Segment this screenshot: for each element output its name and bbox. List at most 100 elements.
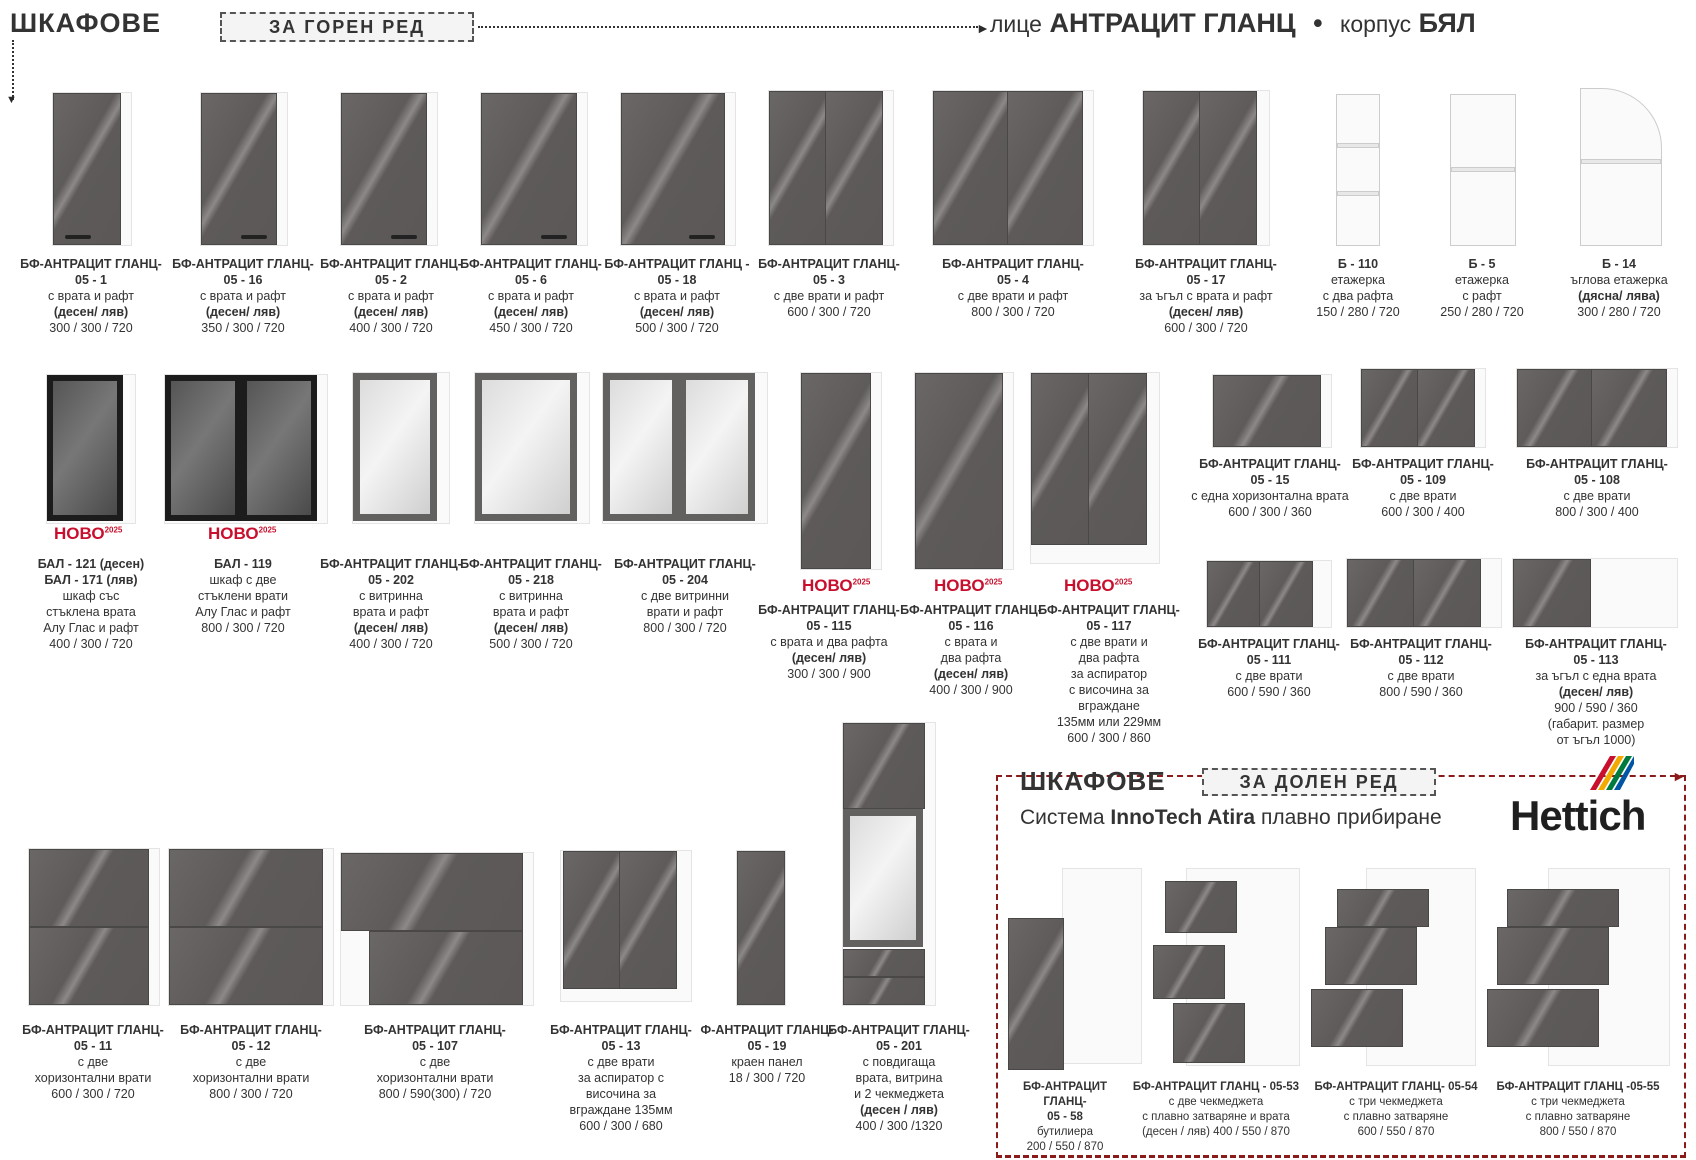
cap-dims: 800 / 550 / 870	[1539, 1126, 1617, 1138]
cap-dims: 600 / 300 / 720	[51, 1087, 135, 1101]
cabinet-05-202	[352, 372, 450, 524]
door-front	[1173, 1003, 1245, 1063]
cap-side: (дясна/ лява)	[1578, 289, 1660, 303]
system-line: Система InnoTech Atira плавно прибиране	[1020, 806, 1442, 830]
handle	[65, 235, 91, 239]
cap-code: 05 - 13	[601, 1039, 641, 1053]
cap-side: (десен/ ляв)	[1168, 305, 1244, 319]
door-top	[341, 853, 523, 931]
cap-desc: краен панел	[731, 1055, 803, 1069]
lower-title: ШКАФОВЕ	[1020, 766, 1166, 796]
cabinet-05-2	[340, 92, 438, 246]
caption-bal-121: БАЛ - 121 (десен)БАЛ - 171 (ляв)шкаф със…	[18, 556, 164, 652]
cap-desc: с две врати и	[1070, 635, 1148, 649]
drawer-front	[1497, 927, 1609, 985]
handle	[391, 235, 417, 239]
cap-side: (десен/ ляв)	[493, 621, 569, 635]
cap-title: БФ-АНТРАЦИТ ГЛАНЦ-	[758, 257, 900, 271]
lower-row-tag: ЗА ДОЛЕН РЕД	[1202, 768, 1436, 796]
pullout-front	[1008, 918, 1064, 1070]
cap-dims: 400 / 300 / 720	[349, 637, 433, 651]
drawer-front	[1325, 927, 1417, 985]
cap-desc2: хоризонтални врати	[34, 1071, 152, 1085]
cap-title: БФ-АНТРАЦИТ ГЛАНЦ-	[550, 1023, 692, 1037]
cabinet-05-55	[1487, 868, 1670, 1066]
cap-code: 05 - 201	[876, 1039, 922, 1053]
cabinet-bal-121	[46, 374, 136, 524]
door-right	[1417, 369, 1475, 447]
cap-desc2: врата, витрина	[855, 1071, 943, 1085]
cap-code: 05 - 218	[508, 573, 554, 587]
door	[341, 93, 427, 245]
cap-dims: 500 / 300 / 720	[489, 637, 573, 651]
cap-title: БАЛ - 121 (десен)	[37, 557, 145, 571]
cap-desc2: хоризонтални врати	[192, 1071, 310, 1085]
cap-desc: с врата и рафт	[199, 289, 287, 303]
cap-desc: с две	[235, 1055, 267, 1069]
cap-desc: шкаф със	[62, 589, 120, 603]
lower-arrow-icon: ►	[1672, 768, 1686, 784]
door-top	[169, 849, 323, 927]
cabinet-05-11	[28, 848, 160, 1006]
door	[201, 93, 277, 245]
cap-dims: 18 / 300 / 720	[728, 1071, 806, 1085]
cap-code: 05 - 4	[997, 273, 1029, 287]
cap-desc2: с плавно затваряне и врата	[1142, 1111, 1290, 1123]
cap-code: 05 - 107	[412, 1039, 458, 1053]
cap-desc: етажерка	[1330, 273, 1386, 287]
cap-side: (десен/ ляв)	[639, 305, 715, 319]
cap-dims: 600 / 300 / 860	[1067, 731, 1151, 745]
shelf-b-5	[1450, 94, 1516, 246]
lift-door	[843, 723, 925, 809]
cap-dims: 800 / 300 / 720	[971, 305, 1055, 319]
cap-title: БФ-АНТРАЦИТ ГЛАНЦ-	[942, 257, 1084, 271]
body-value: БЯЛ	[1418, 8, 1476, 38]
door-left	[933, 91, 1009, 245]
door-right	[1259, 561, 1313, 627]
drawer-front	[1507, 889, 1619, 927]
hettich-logo-icon	[1590, 756, 1634, 790]
face-label: лице	[990, 11, 1042, 37]
cabinet-05-218	[474, 372, 590, 524]
cap-title: БФ-АНТРАЦИТ ГЛАНЦ-	[1038, 603, 1180, 617]
cap-desc: с врата и рафт	[347, 289, 435, 303]
cap-dims: (десен / ляв) 400 / 550 / 870	[1142, 1126, 1290, 1138]
cap-title: БФ-АНТРАЦИТ ГЛАНЦ- 05-54	[1314, 1081, 1478, 1093]
novo-year: 2025	[1114, 577, 1133, 587]
cap-desc: с врата и рафт	[47, 289, 135, 303]
cap-desc: с врата и рафт	[633, 289, 721, 303]
cap-title: БФ-АНТРАЦИТ ГЛАНЦ-	[614, 557, 756, 571]
shelf-board	[1581, 159, 1661, 164]
door	[53, 93, 121, 245]
novo-badge: НОВО2025	[802, 576, 870, 596]
cabinet-05-16	[200, 92, 288, 246]
shelf-board	[1451, 167, 1515, 172]
cap-title: Б - 14	[1602, 257, 1636, 271]
glass-door	[843, 809, 923, 947]
cap-title: БФ-АНТРАЦИТ ГЛАНЦ-	[172, 257, 314, 271]
door-left	[1347, 559, 1415, 627]
cap-code: 05 - 115	[806, 619, 852, 633]
handle	[241, 235, 267, 239]
upper-row-tag: ЗА ГОРЕН РЕД	[220, 12, 474, 42]
glass-door	[353, 373, 437, 521]
cap-extra: и 2 чекмеджета	[854, 1087, 944, 1101]
cap-side: (десен/ ляв)	[791, 651, 867, 665]
cap-dims: 600 / 300 / 720	[1164, 321, 1248, 335]
cap-dims: 800 / 300 / 720	[209, 1087, 293, 1101]
cap-code: 05 - 111	[1246, 653, 1292, 667]
cap-side: (десен/ ляв)	[1558, 685, 1634, 699]
cap-side: (десен/ ляв)	[353, 305, 429, 319]
cap-code: 05 - 204	[662, 573, 708, 587]
cap-title: БФ-АНТРАЦИТ ГЛАНЦ-	[1525, 637, 1667, 651]
finish-info: лице АНТРАЦИТ ГЛАНЦ • корпус БЯЛ	[990, 8, 1476, 39]
cap-side: (десен/ ляв)	[353, 621, 429, 635]
